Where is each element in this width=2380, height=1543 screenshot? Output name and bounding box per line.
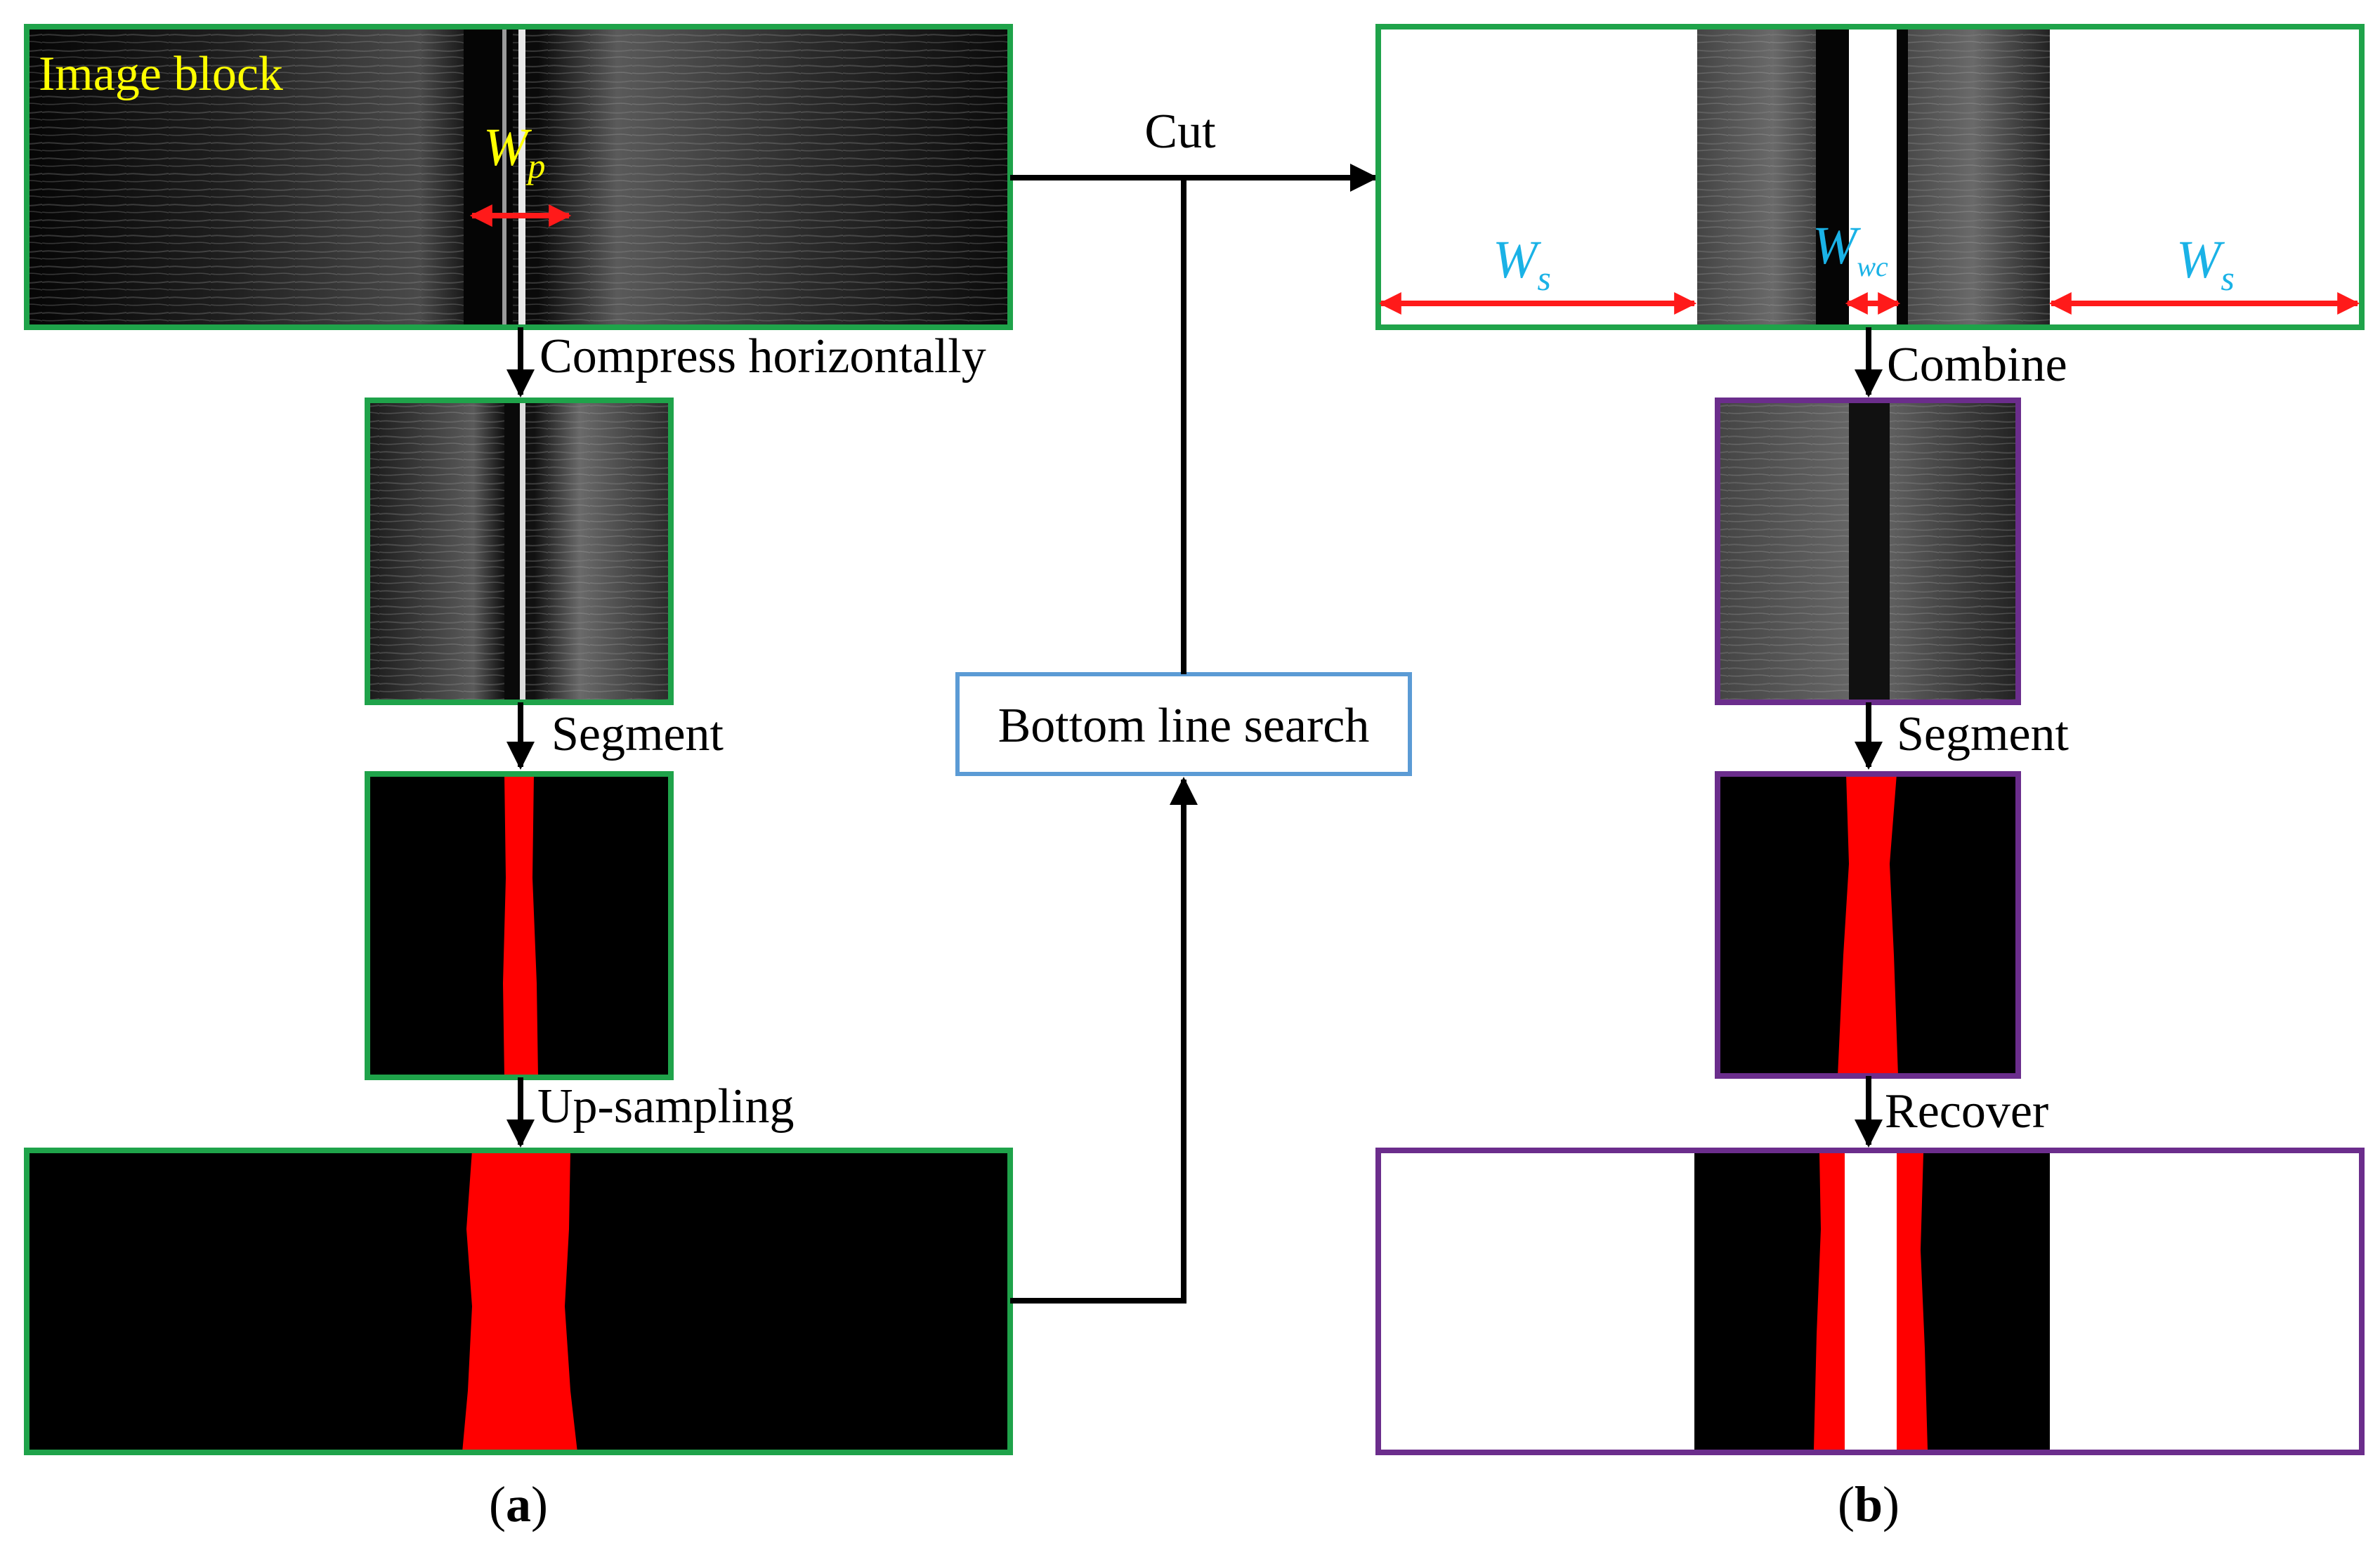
- image-block-label: Image block: [39, 47, 283, 101]
- upsampling-label: Up-sampling: [537, 1079, 795, 1134]
- arrow-to-bottom-line-search: [1010, 777, 1198, 1304]
- recovered-panel: [1375, 1148, 2365, 1455]
- wwc-label-main: W: [1812, 216, 1862, 275]
- ws-right-label-sub: s: [2221, 258, 2234, 298]
- segment-left-label: Segment: [551, 707, 724, 761]
- panel-a-caption: (a): [489, 1476, 548, 1532]
- wwc-label-sub: wc: [1857, 251, 1888, 282]
- upsampled-mask-panel: [24, 1148, 1013, 1455]
- panel-a-caption-open: (: [489, 1476, 506, 1532]
- ws-left-label-sub: s: [1537, 258, 1550, 298]
- ws-right-label-main: W: [2176, 230, 2225, 289]
- compress-label: Compress horizontally: [540, 329, 986, 383]
- cut-label: Cut: [1144, 105, 1216, 159]
- ws-left-label: Ws: [1493, 230, 1551, 298]
- wwc-label: Wwc: [1812, 216, 1888, 282]
- panel-a-caption-letter: a: [506, 1476, 531, 1532]
- panel-b-caption-close: ): [1883, 1476, 1900, 1532]
- segmented-combined-panel: [1715, 771, 2021, 1079]
- ws-right-label: Ws: [2176, 230, 2235, 298]
- bottom-line-search-box: Bottom line search: [955, 672, 1412, 776]
- segmented-mask-panel: [365, 771, 674, 1080]
- panel-b-caption-open: (: [1838, 1476, 1855, 1532]
- segment-right-label: Segment: [1897, 707, 2070, 761]
- combined-image-panel: [1715, 398, 2021, 705]
- cut-image-panel: [1375, 24, 2365, 330]
- compressed-image-panel: [365, 398, 674, 705]
- combine-label: Combine: [1887, 338, 2067, 392]
- image-block-panel: [24, 24, 1013, 330]
- panel-b-caption-letter: b: [1855, 1476, 1883, 1532]
- ws-left-label-main: W: [1493, 230, 1542, 289]
- bottom-line-search-label: Bottom line search: [998, 699, 1370, 753]
- wp-label: Wp: [483, 118, 545, 185]
- wp-label-main: W: [483, 118, 532, 177]
- recover-label: Recover: [1885, 1084, 2048, 1138]
- panel-b-caption: (b): [1838, 1476, 1900, 1532]
- wp-label-sub: p: [525, 146, 545, 185]
- panel-a-caption-close: ): [531, 1476, 548, 1532]
